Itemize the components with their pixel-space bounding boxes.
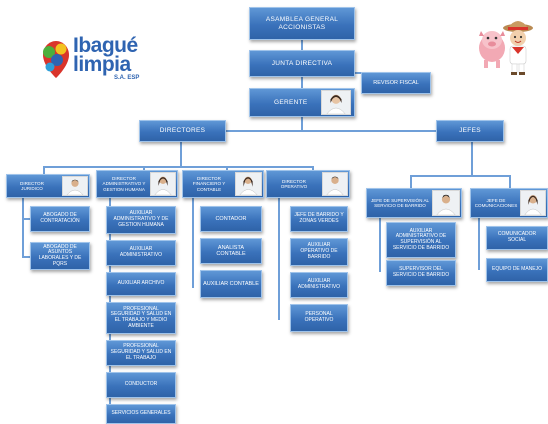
operations-child-2: AUXILIAR OPERATIVO DE BARRIDO (290, 238, 348, 266)
assembly-box: ASAMBLEA GENERAL ACCIONISTAS (249, 7, 355, 40)
director-admin-photo (150, 172, 176, 196)
admin-child-3: AUXILIAR ARCHIVO (106, 272, 176, 296)
auditor-box: REVISOR FISCAL (361, 72, 431, 94)
admin-child-6: CONDUCTOR (106, 372, 176, 398)
logo-mark-icon (43, 41, 69, 78)
manager-label: GERENTE (274, 98, 308, 106)
operations-child-3: AUXILIAR ADMINISTRATIVO (290, 272, 348, 298)
finance-child-2: ANALISTA CONTABLE (200, 238, 262, 264)
logo-line-1: Ibagué (73, 34, 138, 57)
sweeping-child-1: AUXILIAR ADMINISTRATIVO DE SUPERVISIÓN A… (386, 222, 456, 258)
board-box: JUNTA DIRECTIVA (249, 50, 355, 77)
chief-comms-photo (520, 190, 546, 216)
chief-sweeping-photo (432, 190, 460, 216)
directors-header: DIRECTORES (139, 120, 226, 142)
admin-child-4: PROFESIONAL SEGURIDAD Y SALUD EN EL TRAB… (106, 302, 176, 334)
chiefs-header: JEFES (436, 120, 504, 142)
sweeping-child-2: SUPERVISOR DEL SERVICIO DE BARRIDO (386, 260, 456, 286)
admin-child-7: SERVICIOS GENERALES (106, 404, 176, 424)
chief-comms-title: JEFE DE COMUNICACIONES (474, 197, 518, 208)
manager-photo (321, 90, 351, 115)
director-finance-title: DIRECTOR FINANCIERO Y CONTABLE (192, 176, 226, 192)
chief-sweeping-title: JEFE DE SUPERVISIÓN AL SERVICIO DE BARRI… (370, 197, 430, 208)
director-legal-title: DIRECTOR JURIDICO (20, 180, 44, 191)
finance-child-3: AUXILIAR CONTABLE (200, 270, 262, 298)
admin-child-1: AUXILIAR ADMINISTRATIVO Y DE GESTION HUM… (106, 206, 176, 234)
director-admin-title: DIRECTOR ADMINISTRATIVO Y GESTION HUMANA (102, 176, 146, 192)
finance-child-1: CONTADOR (200, 206, 262, 232)
legal-child-2: ABOGADO DE ASUNTOS LABORALES Y DE PQRS (30, 242, 90, 270)
mascots-illustration (479, 21, 533, 75)
logo-suffix: S.A. ESP (114, 75, 140, 81)
director-operations-title: DIRECTOR OPERATIVO (280, 178, 308, 189)
director-legal-photo (62, 176, 88, 196)
director-operations-photo (322, 172, 348, 196)
director-finance-photo (235, 172, 262, 196)
admin-child-2: AUXILIAR ADMINISTRATIVO (106, 240, 176, 266)
comms-child-1: COMUNICADOR SOCIAL (486, 226, 548, 250)
legal-child-1: ABOGADO DE CONTRATACIÓN (30, 206, 90, 232)
comms-child-2: EQUIPO DE MANEJO (486, 258, 548, 282)
admin-child-5: PROFESIONAL SEGURIDAD Y SALUD EN EL TRAB… (106, 340, 176, 366)
operations-child-4: PERSONAL OPERATIVO (290, 304, 348, 332)
logo-line-2: limpia (73, 53, 131, 76)
operations-child-1: JEFE DE BARRIDO Y ZONAS VERDES (290, 206, 348, 232)
